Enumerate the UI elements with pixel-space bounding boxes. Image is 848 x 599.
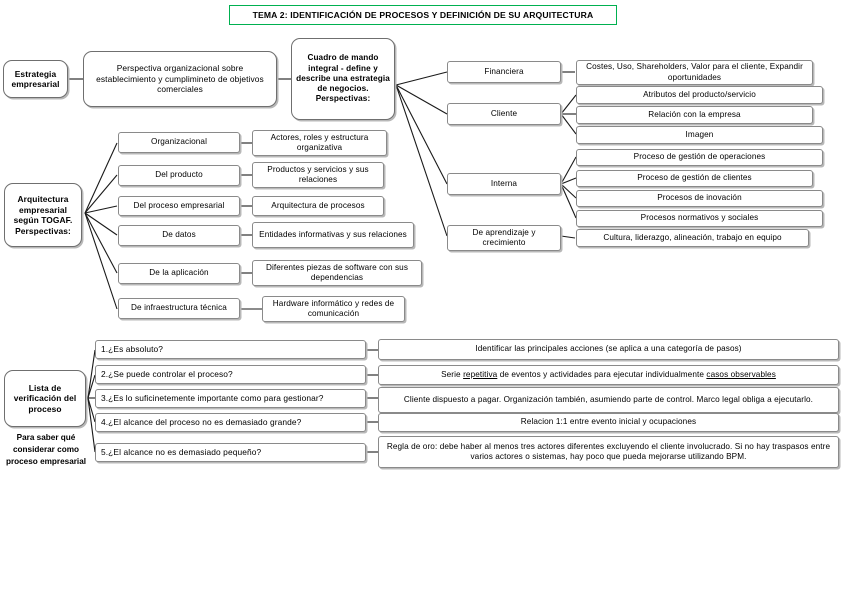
detail-aprendizaje-1[interactable]: Cultura, liderazgo, alineación, trabajo … [576,229,809,247]
answer-2-pre: Serie [441,369,464,379]
answer-2-underline-1: repetitiva [463,369,498,379]
detail-cliente-1[interactable]: Atributos del producto/servicio [576,86,823,104]
node-lista-verificacion[interactable]: Lista de verificación del proceso [4,370,86,427]
detail-arquitectura-datos[interactable]: Entidades informativas y sus relaciones [252,222,414,248]
node-arquitectura-datos[interactable]: De datos [118,225,240,246]
node-arquitectura-producto[interactable]: Del producto [118,165,240,186]
detail-interna-1[interactable]: Proceso de gestión de operaciones [576,149,823,166]
node-arquitectura-organizacional[interactable]: Organizacional [118,132,240,153]
detail-cliente-3[interactable]: Imagen [576,126,823,144]
answer-5[interactable]: Regla de oro: debe haber al menos tres a… [378,436,839,468]
node-perspectiva-financiera[interactable]: Financiera [447,61,561,83]
node-perspectiva-interna[interactable]: Interna [447,173,561,195]
question-4[interactable]: 4.¿El alcance del proceso no es demasiad… [95,413,366,432]
node-arquitectura-empresarial[interactable]: Arquitectura empresarial según TOGAF. Pe… [4,183,82,247]
question-2[interactable]: 2.¿Se puede controlar el proceso? [95,365,366,384]
node-perspectiva-cliente[interactable]: Cliente [447,103,561,125]
detail-arquitectura-proceso-empresarial[interactable]: Arquitectura de procesos [252,196,384,216]
detail-financiera-1[interactable]: Costes, Uso, Shareholders, Valor para el… [576,60,813,85]
detail-arquitectura-infraestructura[interactable]: Hardware informático y redes de comunica… [262,296,405,322]
node-cuadro-de-mando-integral[interactable]: Cuadro de mando integral - define y desc… [291,38,395,120]
answer-4[interactable]: Relacion 1:1 entre evento inicial y ocup… [378,413,839,432]
node-arquitectura-infraestructura[interactable]: De infraestructura técnica [118,298,240,319]
page-title: TEMA 2: IDENTIFICACIÓN DE PROCESOS Y DEF… [229,5,617,25]
question-1[interactable]: 1.¿Es absoluto? [95,340,366,359]
answer-3[interactable]: Cliente dispuesto a pagar. Organización … [378,387,839,413]
detail-interna-2[interactable]: Proceso de gestión de clientes [576,170,813,187]
detail-arquitectura-producto[interactable]: Productos y servicios y sus relaciones [252,162,384,188]
node-arquitectura-proceso-empresarial[interactable]: Del proceso empresarial [118,196,240,216]
checklist-caption: Para saber qué considerar como proceso e… [5,433,87,466]
node-perspectiva-aprendizaje[interactable]: De aprendizaje y crecimiento [447,225,561,251]
answer-2[interactable]: Serie repetitiva de eventos y actividade… [378,365,839,385]
answer-2-underline-2: casos observables [706,369,776,379]
question-3[interactable]: 3.¿Es lo suficinetemente importante como… [95,389,366,408]
node-arquitectura-aplicacion[interactable]: De la aplicación [118,263,240,284]
answer-2-mid: de eventos y actividades para ejecutar i… [497,369,707,379]
answer-1[interactable]: Identificar las principales acciones (se… [378,339,839,360]
detail-interna-4[interactable]: Procesos normativos y sociales [576,210,823,227]
detail-cliente-2[interactable]: Relación con la empresa [576,106,813,124]
node-estrategia-empresarial[interactable]: Estrategia empresarial [3,60,68,98]
detail-arquitectura-organizacional[interactable]: Actores, roles y estructura organizativa [252,130,387,156]
detail-arquitectura-aplicacion[interactable]: Diferentes piezas de software con sus de… [252,260,422,286]
detail-interna-3[interactable]: Procesos de inovación [576,190,823,207]
answer-2-text: Serie repetitiva de eventos y actividade… [441,370,776,380]
question-5[interactable]: 5.¿El alcance no es demasiado pequeño? [95,443,366,462]
node-perspectiva-organizacional[interactable]: Perspectiva organizacional sobre estable… [83,51,277,107]
